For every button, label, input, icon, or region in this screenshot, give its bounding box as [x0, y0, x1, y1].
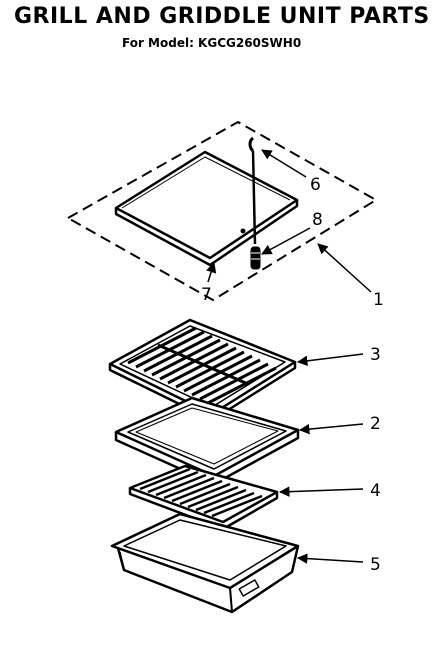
- callout-1: 1: [373, 290, 384, 310]
- foot-part-7: [206, 228, 246, 283]
- leader-4: [278, 486, 364, 497]
- griddle-plate: [114, 150, 299, 267]
- griddle-assembly-outline: [65, 120, 378, 302]
- model-subtitle: For Model: KGCG260SWH0: [122, 36, 302, 50]
- callout-7: 7: [201, 285, 212, 305]
- grill-grate-part-3: [108, 318, 297, 422]
- leader-1: [317, 243, 372, 293]
- wire-part-6: [248, 136, 307, 245]
- leader-5: [296, 553, 364, 564]
- callout-4: 4: [370, 481, 381, 501]
- callout-2: 2: [370, 414, 381, 434]
- callout-6: 6: [310, 175, 321, 195]
- callout-5: 5: [370, 555, 381, 575]
- leader-2: [298, 423, 364, 435]
- page-title: GRILL AND GRIDDLE UNIT PARTS: [14, 4, 430, 29]
- screw-part-8: [250, 227, 311, 270]
- callout-3: 3: [370, 345, 381, 365]
- leader-3: [296, 353, 364, 367]
- tray-part-5: [110, 512, 300, 614]
- callout-8: 8: [312, 210, 323, 230]
